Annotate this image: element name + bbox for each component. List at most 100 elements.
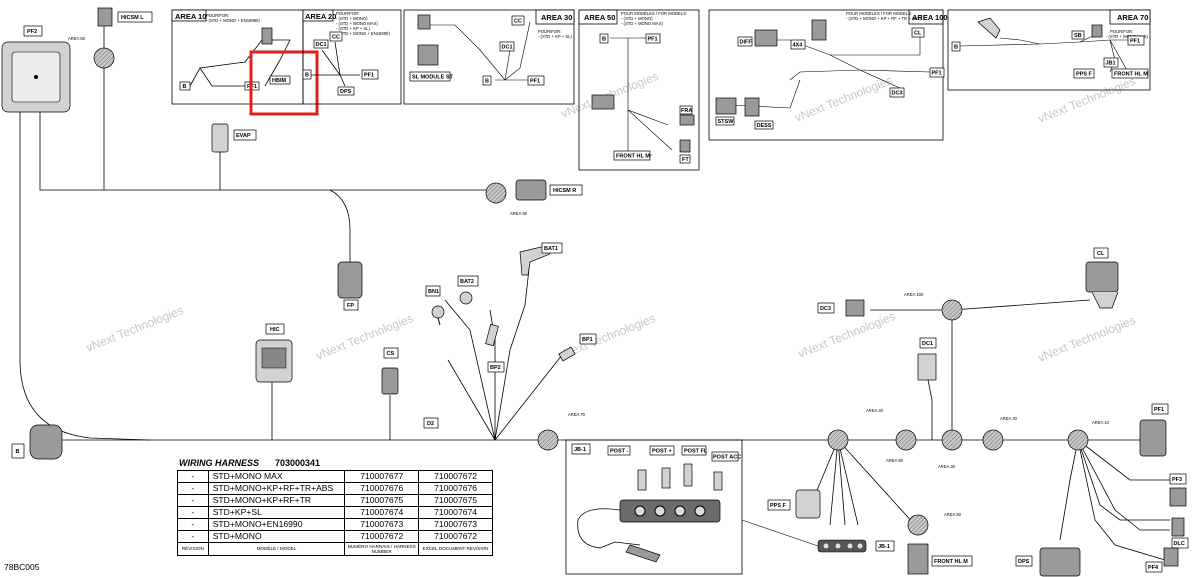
table-cell: 710007675 <box>418 494 493 507</box>
pps-f-connector: PPS F <box>767 489 821 519</box>
svg-text:PF1: PF1 <box>1154 407 1164 413</box>
svg-text:- (STD + MONO): - (STD + MONO) <box>336 16 368 21</box>
svg-text:POUR/FOR:: POUR/FOR: <box>1110 29 1133 34</box>
fp-branch <box>329 189 351 262</box>
svg-text:BN1: BN1 <box>428 289 439 295</box>
pf2-connector: PF2 <box>1 25 71 113</box>
svg-text:DC3: DC3 <box>820 306 831 312</box>
table-header-cell: EXCEL DOCUMENT REVISION <box>418 542 493 556</box>
svg-text:PPS F: PPS F <box>1076 72 1093 78</box>
area-10-splice <box>1067 429 1089 451</box>
dess-connector <box>744 97 760 117</box>
table-cell: - <box>177 506 209 519</box>
dlc-connector: DLC <box>1171 517 1189 549</box>
svg-text:- (STD + KP + SL): - (STD + KP + SL) <box>336 26 371 31</box>
area-30-splice <box>941 429 963 451</box>
table-cell: - <box>177 494 209 507</box>
svg-text:vNext Technologies: vNext Technologies <box>793 73 895 125</box>
svg-text:AREA 60: AREA 60 <box>68 36 86 41</box>
pf3-connector: PF3 <box>1169 473 1187 507</box>
cc-connector-a30 <box>417 14 431 30</box>
hic-connector: HIC <box>255 323 293 383</box>
front-hl-m-connector: FRONT HL M <box>907 543 973 575</box>
svg-text:POUR/FOR:: POUR/FOR: <box>206 13 229 18</box>
svg-text:B: B <box>305 73 309 79</box>
table-cell: 710007674 <box>418 506 493 519</box>
table-cell: 710007676 <box>418 482 493 495</box>
svg-text:vNext Technologies: vNext Technologies <box>84 303 186 355</box>
table-cell: 710007673 <box>418 518 493 531</box>
area-10-box: AREA 10 POUR/FOR: - (STD + MONO + EN1699… <box>171 9 304 105</box>
svg-text:PF1: PF1 <box>1130 39 1140 45</box>
pf2-branch-outer <box>19 110 151 441</box>
svg-text:BAT1: BAT1 <box>544 246 558 252</box>
svg-text:DC3: DC3 <box>892 91 903 97</box>
area-100-title: AREA 100 <box>912 13 948 22</box>
svg-text:- (STD + MONO MAX): - (STD + MONO MAX) <box>1106 34 1148 39</box>
svg-text:HIC: HIC <box>270 327 280 333</box>
svg-text:PF3: PF3 <box>1172 477 1182 483</box>
svg-text:CL: CL <box>1097 251 1105 257</box>
svg-text:JB-1: JB-1 <box>574 447 586 453</box>
pf1-connector: PF1 <box>1139 403 1169 457</box>
bp2-terminal: BP2 <box>485 323 505 373</box>
svg-text:- (STD + MONO): - (STD + MONO) <box>621 16 653 21</box>
4x4-connector <box>811 19 827 41</box>
svg-text:PF1: PF1 <box>530 79 540 85</box>
table-cell: 710007673 <box>344 518 420 531</box>
dc1-connector: DC1 <box>917 337 937 381</box>
svg-text:PF4: PF4 <box>1148 565 1159 571</box>
area-90-splice <box>485 182 507 204</box>
area-20-title: AREA 20 <box>305 12 336 21</box>
area-70-title: AREA 70 <box>1117 13 1148 22</box>
table-cell: - <box>177 482 209 495</box>
jb1-box: JB-1 POST - POST + POST FL POST ACC <box>565 439 743 575</box>
jb1-bus-bar <box>619 499 721 523</box>
svg-text:4X4: 4X4 <box>793 43 804 49</box>
highlight-hbim <box>249 50 319 116</box>
table-cell: STD+MONO MAX <box>207 470 346 483</box>
dc3-connector: DC3 <box>817 299 865 317</box>
stsw-connector <box>715 97 737 115</box>
svg-text:POUR MODÈLES / FOR MODELS:: POUR MODÈLES / FOR MODELS: <box>846 11 912 16</box>
ft-connector <box>679 139 691 153</box>
svg-text:FRONT HL M: FRONT HL M <box>934 559 968 565</box>
area-10-title: AREA 10 <box>175 12 206 21</box>
svg-text:B: B <box>485 79 489 85</box>
svg-text:SB: SB <box>1074 33 1082 39</box>
bp1-terminal: BP1 <box>558 333 597 362</box>
table-cell: - <box>177 518 209 531</box>
table-cell: STD+KP+SL <box>207 506 346 519</box>
svg-text:FRONT HL M: FRONT HL M <box>1114 72 1148 78</box>
svg-text:- (STD + MONO + EN16990): - (STD + MONO + EN16990) <box>206 18 260 23</box>
svg-text:POST ACC: POST ACC <box>713 455 741 461</box>
svg-text:POUR/FOR:: POUR/FOR: <box>538 29 561 34</box>
area-80-splice <box>895 429 917 451</box>
svg-text:SL MODULE ST: SL MODULE ST <box>412 75 453 81</box>
area-30-box: AREA 30 POUR/FOR: - (STD + KP + SL) CC D… <box>403 9 575 105</box>
svg-text:AREA 30: AREA 30 <box>938 464 956 469</box>
svg-text:FP: FP <box>347 303 354 309</box>
svg-text:BP2: BP2 <box>490 365 501 371</box>
svg-text:CC: CC <box>514 19 522 25</box>
sl-module-connector <box>417 44 439 66</box>
svg-text:JB-1: JB-1 <box>878 544 890 550</box>
bat1-terminal: BAT1 <box>519 242 563 276</box>
table-cell: 710007676 <box>344 482 420 495</box>
table-cell: 710007674 <box>344 506 420 519</box>
diff-connector <box>754 29 778 47</box>
table-header-cell: NUMÉRO HARNAIS / HARNESS NUMBER <box>344 542 420 556</box>
svg-text:BP1: BP1 <box>582 337 593 343</box>
area-50-box: AREA 50 POUR MODÈLES / FOR MODELS: - (ST… <box>578 9 700 171</box>
area-60-splice <box>93 47 115 69</box>
table-cell: STD+MONO+KP+RF+TR+ABS <box>207 482 346 495</box>
svg-text:AREA 70: AREA 70 <box>568 412 586 417</box>
svg-text:vNext Technologies: vNext Technologies <box>1036 313 1138 365</box>
table-cell: STD+MONO <box>207 530 346 543</box>
svg-text:PF1: PF1 <box>364 73 374 79</box>
svg-text:B: B <box>16 449 20 455</box>
area-20-box: AREA 20 POUR/FOR: - (STD + MONO) - (STD … <box>302 9 402 105</box>
area-20-splice <box>982 429 1004 451</box>
